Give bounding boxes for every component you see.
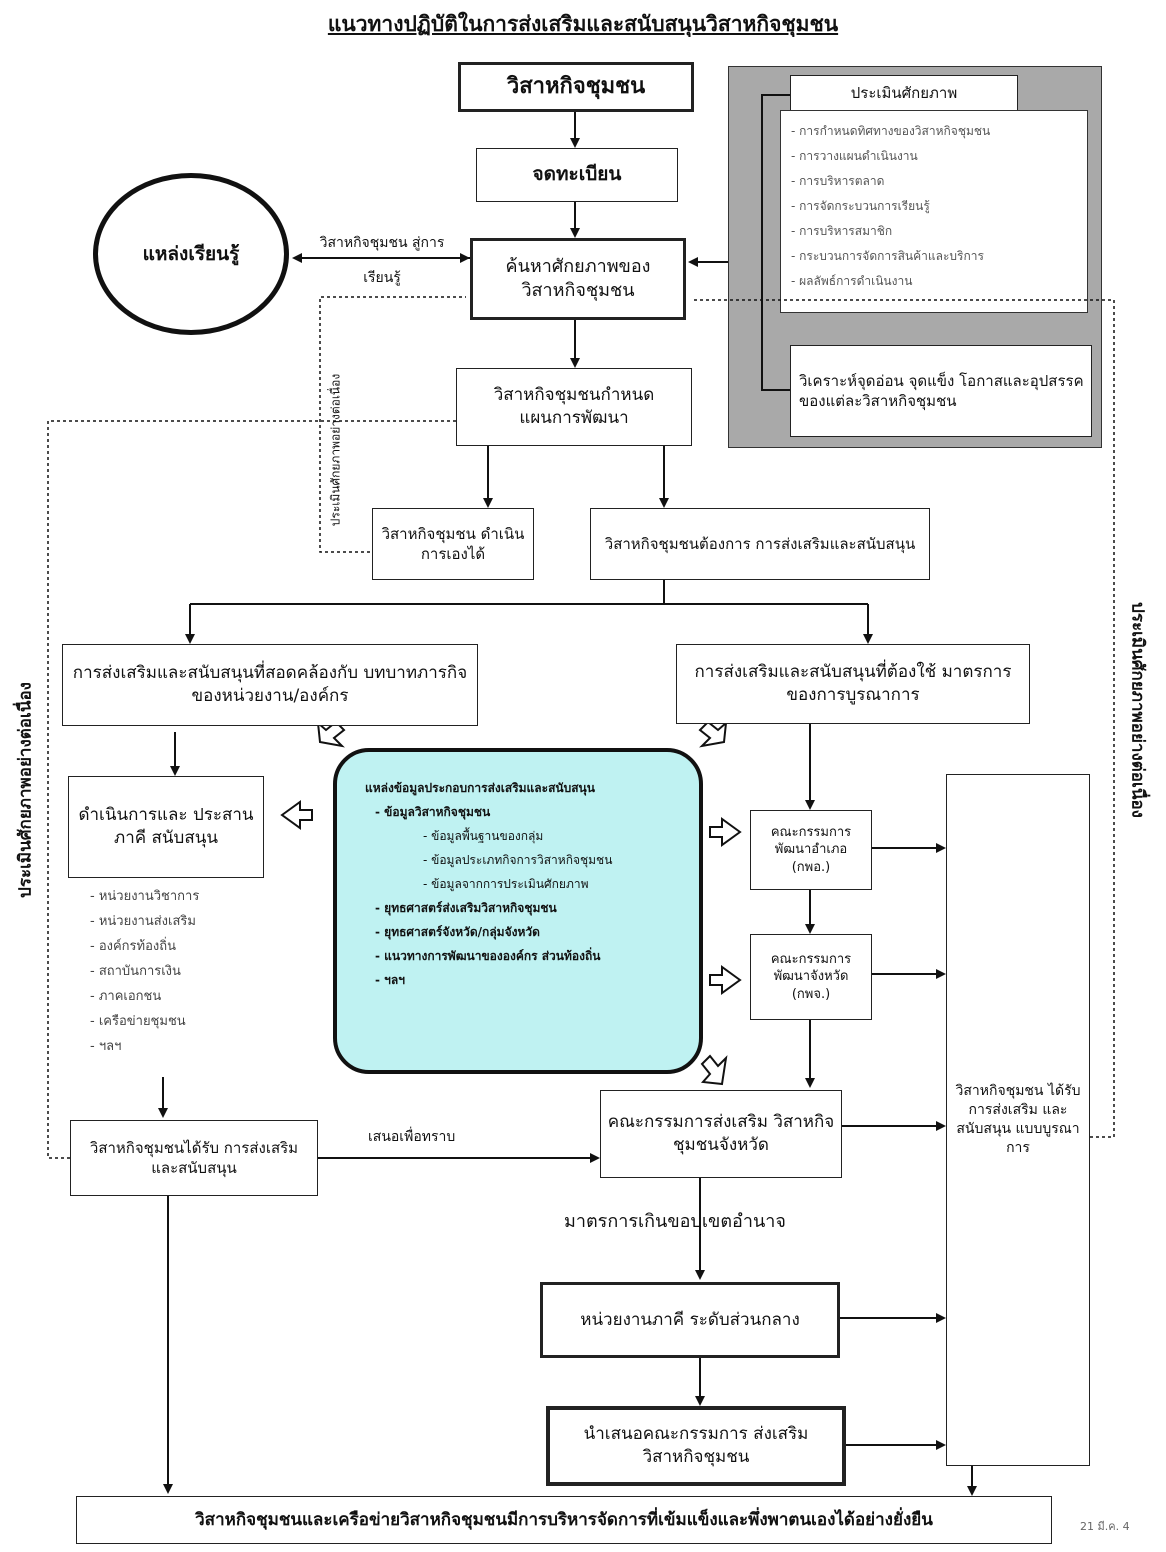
beyond-authority-label: มาตรการเกินขอบเขตอำนาจ — [564, 1211, 786, 1232]
assessment-item: - การบริหารตลาด — [791, 174, 885, 188]
assessment-criteria-list: - การกำหนดทิศทางของวิสาหกิจชุมชน - การวา… — [780, 110, 1088, 313]
info-source-subitem: - ข้อมูลประเภทกิจการวิสาหกิจชุมชน — [423, 853, 613, 867]
info-source-item: - ยุทธศาสตร์จังหวัด/กลุ่มจังหวัด — [375, 925, 540, 939]
info-source-item: - ยุทธศาสตร์ส่งเสริมวิสาหกิจชุมชน — [375, 901, 557, 915]
partner-item: - สถาบันการเงิน — [90, 964, 181, 979]
support-by-role-box: การส่งเสริมและสนับสนุนที่สอดคล้องกับ บทบ… — [62, 644, 478, 726]
learning-link-label: วิสาหกิจชุมชน สู่การเรียนรู้ — [319, 235, 445, 286]
partner-item: - หน่วยงานวิชาการ — [90, 889, 200, 904]
assessment-item: - กระบวนการจัดการสินค้าและบริการ — [791, 249, 984, 263]
info-sources-panel: แหล่งข้อมูลประกอบการส่งเสริมและสนับสนุน … — [333, 748, 703, 1074]
district-committee-box: คณะกรรมการ พัฒนาอำเภอ (กพอ.) — [750, 810, 872, 890]
info-sources-heading: แหล่งข้อมูลประกอบการส่งเสริมและสนับสนุน — [365, 781, 595, 795]
operate-coordinate-box: ดำเนินการและ ประสานภาคี สนับสนุน — [68, 776, 264, 878]
assessment-item: - การบริหารสมาชิก — [791, 224, 893, 238]
info-source-subitem: - ข้อมูลพื้นฐานของกลุ่ม — [423, 829, 544, 843]
received-support-box: วิสาหกิจชุมชนได้รับ การส่งเสริมและสนับสน… — [70, 1120, 318, 1196]
development-plan-box: วิสาหกิจชุมชนกำหนด แผนการพัฒนา — [456, 368, 692, 446]
partner-item: - ภาคเอกชน — [90, 989, 162, 1004]
province-committee-box: คณะกรรมการ พัฒนาจังหวัด (กพจ.) — [750, 934, 872, 1020]
info-source-item: - ข้อมูลวิสาหกิจชุมชน — [375, 805, 491, 819]
final-outcome-box: วิสาหกิจชุมชนและเครือข่ายวิสาหกิจชุมชนมี… — [76, 1496, 1052, 1544]
partner-item: - หน่วยงานส่งเสริม — [90, 914, 196, 929]
find-potential-box: ค้นหาศักยภาพของ วิสาหกิจชุมชน — [470, 238, 686, 320]
need-support-box: วิสาหกิจชุมชนต้องการ การส่งเสริมและสนับส… — [590, 508, 930, 580]
partner-network-list: - หน่วยงานวิชาการ - หน่วยงานส่งเสริม - อ… — [90, 884, 199, 1059]
integrated-support-received-box: วิสาหกิจชุมชน ได้รับการส่งเสริม และสนับส… — [946, 774, 1090, 1466]
swot-analysis-box: วิเคราะห์จุดอ่อน จุดแข็ง โอกาสและอุปสรรค… — [790, 345, 1092, 437]
assessment-item: - ผลลัพธ์การดำเนินงาน — [791, 274, 913, 288]
assessment-item: - การกำหนดทิศทางของวิสาหกิจชุมชน — [791, 124, 991, 138]
learning-center-circle: แหล่งเรียนรู้ — [93, 173, 289, 335]
partner-item: - ฯลฯ — [90, 1039, 122, 1054]
page-stamp: 21 มี.ค. 4 — [1080, 1520, 1130, 1533]
support-integrated-box: การส่งเสริมและสนับสนุนที่ต้องใช้ มาตรการ… — [676, 644, 1030, 724]
assessment-item: - การวางแผนดำเนินงาน — [791, 149, 918, 163]
partner-item: - เครือข่ายชุมชน — [90, 1014, 186, 1029]
continuous-assessment-label-right: ประเมินศักยภาพอย่างต่อเนื่อง — [1127, 602, 1148, 818]
report-label: เสนอเพื่อทราบ — [368, 1129, 456, 1145]
community-enterprise-box: วิสาหกิจชุมชน — [458, 62, 694, 112]
central-agency-box: หน่วยงานภาคี ระดับส่วนกลาง — [540, 1282, 840, 1358]
continuous-assessment-label-left: ประเมินศักยภาพอย่างต่อเนื่อง — [15, 682, 36, 898]
register-box: จดทะเบียน — [476, 148, 678, 202]
continuous-assessment-label-inner: ประเมินศักยภาพอย่างต่อเนื่อง — [328, 373, 343, 527]
info-source-subitem: - ข้อมูลจากการประเมินศักยภาพ — [423, 877, 589, 891]
propose-committee-box: นำเสนอคณะกรรมการ ส่งเสริมวิสาหกิจชุมชน — [546, 1406, 846, 1486]
info-source-item: - ฯลฯ — [375, 973, 405, 987]
assessment-item: - การจัดกระบวนการเรียนรู้ — [791, 199, 930, 213]
partner-item: - องค์กรท้องถิ่น — [90, 939, 177, 954]
page-title: แนวทางปฏิบัติในการส่งเสริมและสนับสนุนวิส… — [327, 12, 839, 36]
info-source-item: - แนวทางการพัฒนาขององค์กร ส่วนท้องถิ่น — [375, 949, 601, 963]
provincial-promotion-committee-box: คณะกรรมการส่งเสริม วิสาหกิจชุมชนจังหวัด — [600, 1090, 842, 1178]
self-operate-box: วิสาหกิจชุมชน ดำเนินการเองได้ — [372, 508, 534, 580]
